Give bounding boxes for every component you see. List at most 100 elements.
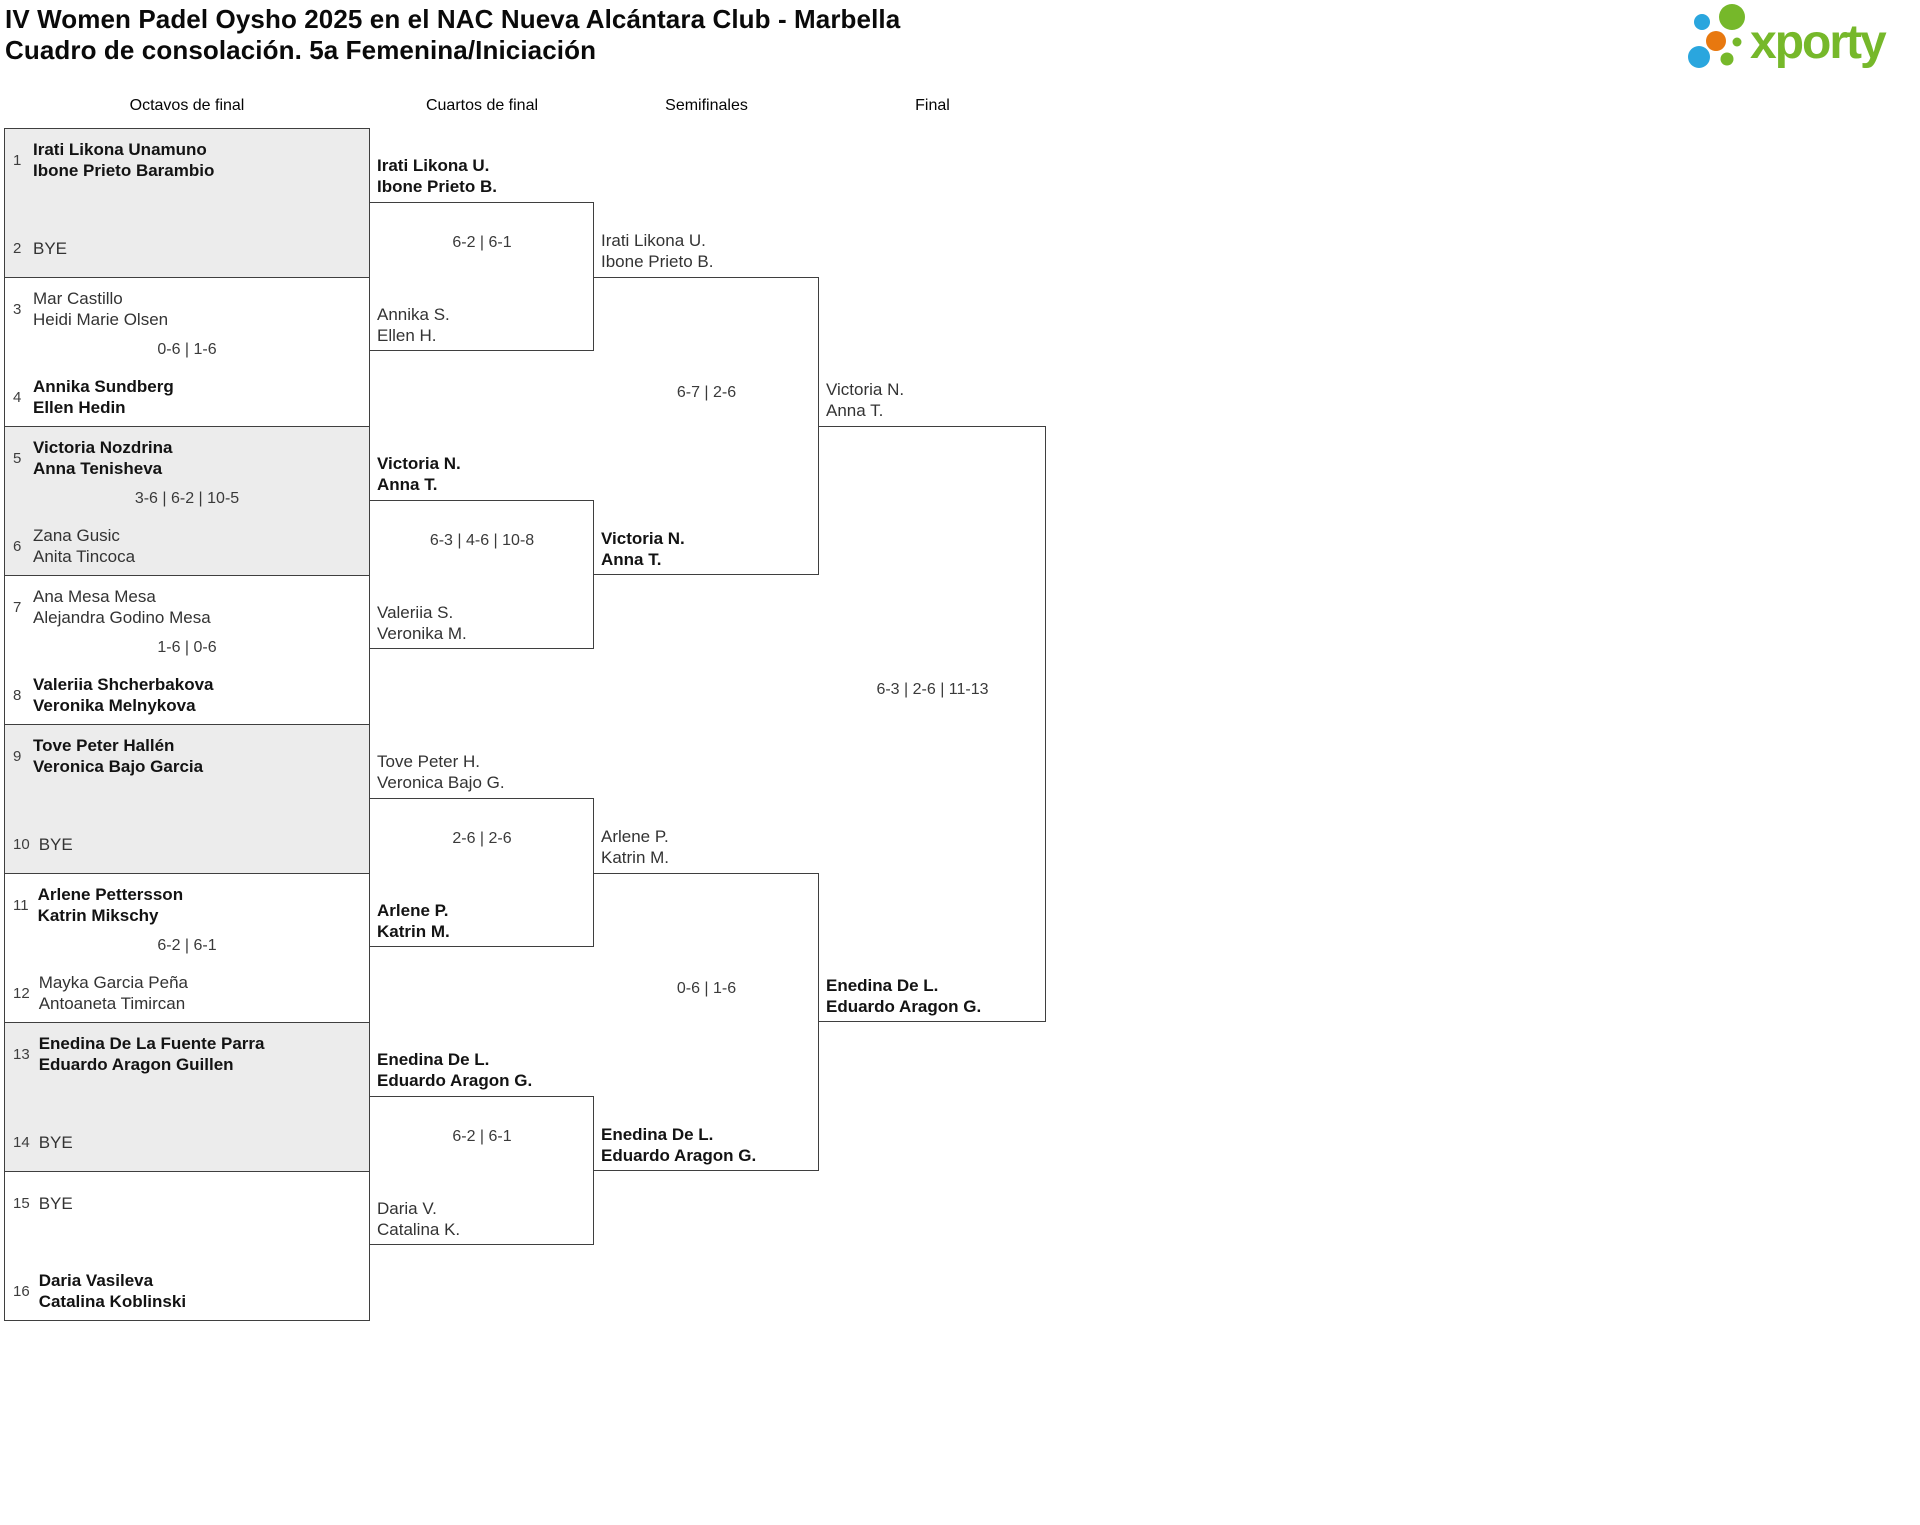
entrant-seed-15: 15 BYE (13, 1181, 363, 1225)
qf4-top-team: Enedina De L. Eduardo Aragon G. (377, 1049, 532, 1091)
player-name: Ibone Prieto B. (377, 177, 497, 196)
match-score: 3-6 | 6-2 | 10-5 (134, 490, 240, 507)
qf2-bottom-team: Valeriia S. Veronika M. (377, 602, 467, 644)
entrant-seed-14: 14 BYE (13, 1120, 363, 1164)
seed-number: 16 (13, 1282, 30, 1300)
r16-match-1-box: 1 Irati Likona Unamuno Ibone Prieto Bara… (4, 128, 370, 278)
logo-dots-icon (1688, 4, 1745, 68)
match-score: 6-2 | 6-1 (157, 937, 217, 954)
seed-number: 3 (13, 300, 22, 318)
entrant-seed-6: 6 Zana Gusic Anita Tincoca (13, 524, 363, 568)
qf1-bottom-team: Annika S. Ellen H. (377, 304, 450, 346)
player-name: Katrin M. (377, 922, 450, 941)
r16-match-2-box: 3 Mar Castillo Heidi Marie Olsen 0-6 | 1… (4, 277, 370, 427)
team-names: Valeriia Shcherbakova Veronika Melnykova (33, 674, 214, 716)
round-header-cuartos: Cuartos de final (425, 97, 539, 114)
player-name: Enedina De La Fuente Parra (38, 1034, 265, 1053)
player-name: Arlene P. (377, 901, 449, 920)
seed-number: 11 (13, 896, 29, 914)
seed-number: 4 (13, 388, 22, 406)
team-names: Ana Mesa Mesa Alejandra Godino Mesa (33, 586, 211, 628)
player-name: Arlene Pettersson (37, 885, 184, 904)
sf1-bottom-team: Victoria N. Anna T. (601, 528, 685, 570)
player-name: Victoria N. (601, 529, 685, 548)
seed-number: 2 (13, 239, 22, 257)
team-names: Mar Castillo Heidi Marie Olsen (33, 288, 168, 330)
player-name: Eduardo Aragon G. (601, 1146, 757, 1165)
player-name: Tove Peter Hallén (33, 736, 175, 755)
qf3-bottom-team: Arlene P. Katrin M. (377, 900, 450, 942)
entrant-seed-12: 12 Mayka Garcia Peña Antoaneta Timircan (13, 971, 363, 1015)
tournament-title: IV Women Padel Oysho 2025 en el NAC Nuev… (5, 4, 901, 34)
seed-number: 13 (13, 1045, 30, 1063)
logo-dot-green-large (1719, 4, 1745, 30)
qf4-connector (370, 1096, 594, 1245)
player-name: Irati Likona U. (601, 231, 706, 250)
team-names: Tove Peter Hallén Veronica Bajo Garcia (33, 735, 203, 777)
sf1-connector (594, 277, 819, 575)
round-header-octavos: Octavos de final (129, 97, 245, 114)
qf2-score: 6-3 | 4-6 | 10-8 (429, 532, 535, 549)
seed-number: 7 (13, 598, 22, 616)
qf3-score: 2-6 | 2-6 (452, 830, 512, 847)
player-name: Daria V. (377, 1199, 437, 1218)
player-name: Anna T. (377, 475, 438, 494)
player-name: Heidi Marie Olsen (33, 310, 169, 329)
r16-match-5-box: 9 Tove Peter Hallén Veronica Bajo Garcia… (4, 724, 370, 874)
seed-number: 14 (13, 1133, 30, 1151)
logo-wordmark: xporty (1750, 16, 1887, 69)
sf2-connector (594, 873, 819, 1171)
player-name: Victoria N. (826, 380, 905, 399)
sf2-score: 0-6 | 1-6 (676, 980, 737, 997)
player-name: Veronica Bajo Garcia (33, 757, 204, 776)
team-names: BYE (39, 1132, 73, 1153)
logo-dot-orange (1706, 31, 1726, 51)
entrant-seed-10: 10 BYE (13, 822, 363, 866)
entrant-seed-9: 9 Tove Peter Hallén Veronica Bajo Garcia (13, 734, 363, 778)
player-name: Veronika Melnykova (33, 696, 196, 715)
player-name: Valeriia S. (377, 603, 454, 622)
seed-number: 6 (13, 537, 22, 555)
r16-match-7-box: 13 Enedina De La Fuente Parra Eduardo Ar… (4, 1022, 370, 1172)
qf1-score: 6-2 | 6-1 (452, 234, 512, 251)
final-score: 6-3 | 2-6 | 11-13 (876, 681, 989, 698)
player-name: Eduardo Aragon Guillen (38, 1055, 234, 1074)
entrant-seed-1: 1 Irati Likona Unamuno Ibone Prieto Bara… (13, 138, 363, 182)
seed-number: 9 (13, 747, 22, 765)
seed-number: 5 (13, 449, 22, 467)
player-name: Victoria Nozdrina (33, 438, 173, 457)
qf2-connector (370, 500, 594, 649)
bracket-subtitle: Cuadro de consolación. 5a Femenina/Inici… (5, 35, 597, 65)
entrant-seed-11: 11 Arlene Pettersson Katrin Mikschy (13, 883, 363, 927)
player-name: Eduardo Aragon G. (826, 997, 982, 1016)
player-name: Katrin M. (601, 848, 670, 867)
r16-match-6-box: 11 Arlene Pettersson Katrin Mikschy 6-2 … (4, 873, 370, 1023)
player-name: Anna T. (601, 550, 662, 569)
r16-match-3-box: 5 Victoria Nozdrina Anna Tenisheva 3-6 |… (4, 426, 370, 576)
seed-number: 12 (13, 984, 30, 1002)
player-name: Eduardo Aragon G. (377, 1071, 533, 1090)
team-names: Arlene Pettersson Katrin Mikschy (38, 884, 184, 926)
team-names: Daria Vasileva Catalina Koblinski (39, 1270, 186, 1312)
player-name: Arlene P. (601, 827, 669, 846)
player-name: Catalina K. (377, 1220, 461, 1239)
player-name: Mar Castillo (33, 289, 123, 308)
player-name: Catalina Koblinski (38, 1292, 187, 1311)
player-name: Ibone Prieto Barambio (33, 161, 215, 180)
sf2-bottom-team: Enedina De L. Eduardo Aragon G. (601, 1124, 756, 1166)
player-name: Enedina De L. (826, 976, 939, 995)
r16-match-4-box: 7 Ana Mesa Mesa Alejandra Godino Mesa 1-… (4, 575, 370, 725)
entrant-seed-2: 2 BYE (13, 226, 363, 270)
entrant-seed-13: 13 Enedina De La Fuente Parra Eduardo Ar… (13, 1032, 363, 1076)
xporty-logo[interactable]: xporty (1684, 2, 1904, 72)
team-names: Irati Likona Unamuno Ibone Prieto Baramb… (33, 139, 214, 181)
team-names: Annika Sundberg Ellen Hedin (33, 376, 174, 418)
player-name: Annika S. (377, 305, 450, 324)
team-names: Victoria Nozdrina Anna Tenisheva (33, 437, 173, 479)
player-name: Irati Likona U. (377, 156, 490, 175)
player-name: BYE (33, 238, 68, 258)
qf1-top-team: Irati Likona U. Ibone Prieto B. (377, 155, 497, 197)
match-score: 1-6 | 0-6 (157, 639, 217, 656)
entrant-seed-7: 7 Ana Mesa Mesa Alejandra Godino Mesa (13, 585, 363, 629)
player-name: Ellen Hedin (33, 398, 126, 417)
